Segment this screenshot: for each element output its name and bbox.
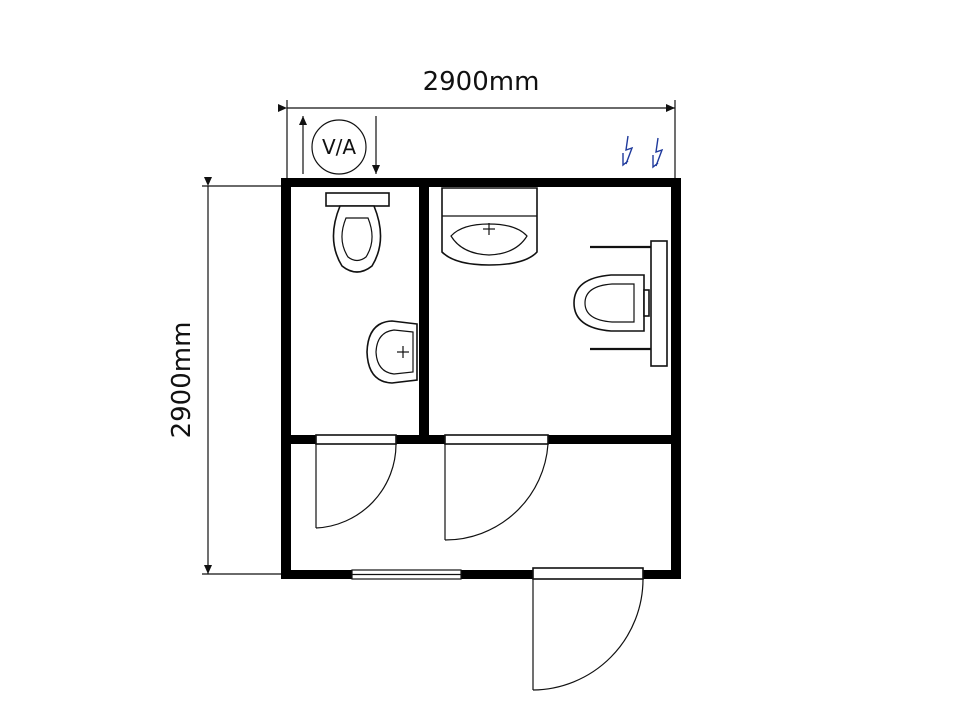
- window: [351, 569, 462, 580]
- walls: [281, 178, 681, 579]
- sink-right: [441, 187, 538, 266]
- toilet-accessible: [573, 240, 668, 367]
- door-right-room: [444, 434, 549, 541]
- width-dimension: 2900mm: [278, 67, 676, 181]
- lightning-bolt-icon: [622, 135, 634, 167]
- ventilation-label: V/A: [322, 135, 356, 159]
- height-dimension-label: 2900mm: [167, 322, 197, 439]
- door-entrance: [532, 567, 644, 691]
- height-dimension: 2900mm: [167, 177, 283, 575]
- sink-left: [366, 320, 418, 384]
- ventilation-symbol: V/A: [299, 116, 380, 175]
- door-left-stall: [315, 434, 397, 529]
- lightning-bolt-icon: [652, 137, 664, 169]
- width-dimension-label: 2900mm: [423, 67, 540, 97]
- toilet-left: [325, 192, 390, 273]
